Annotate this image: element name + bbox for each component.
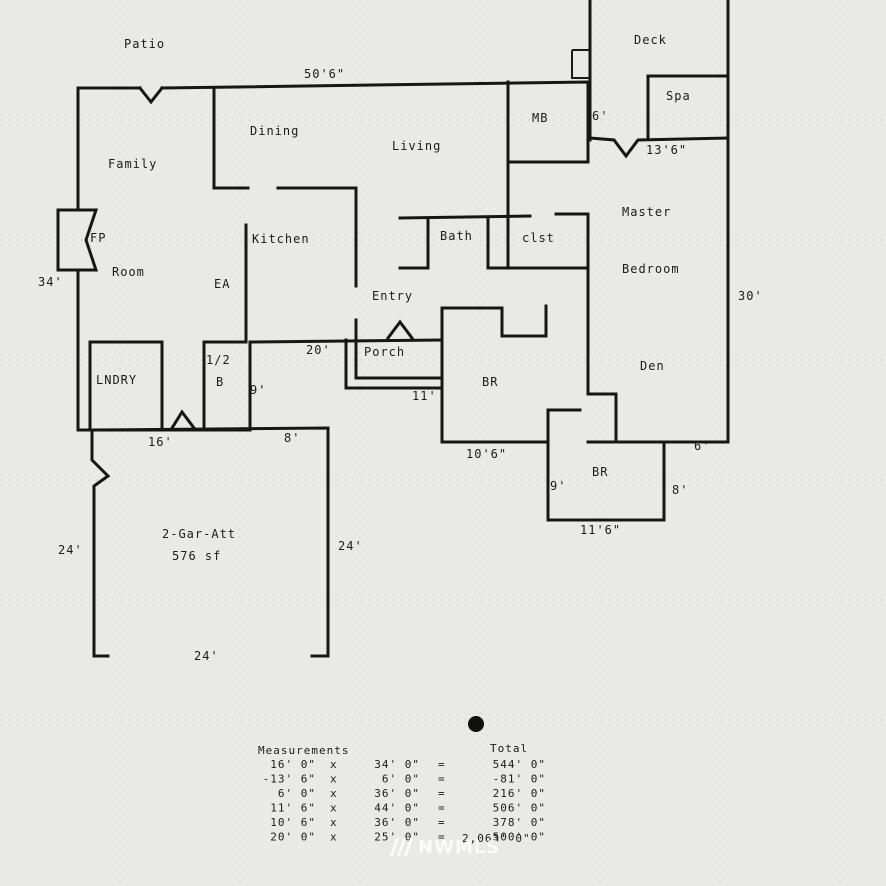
room-bath: Bath	[440, 229, 473, 243]
dim-garage-left: 24'	[58, 543, 83, 557]
watermark-text: NWMLS	[418, 836, 501, 858]
room-living: Living	[392, 139, 441, 153]
room-family: Family	[108, 157, 157, 171]
room-b: B	[216, 375, 224, 389]
room-lndry: LNDRY	[96, 373, 137, 387]
room-spa: Spa	[666, 89, 691, 103]
room-kitchen: Kitchen	[252, 232, 310, 246]
measurement-cell-t: 506' 0"	[493, 802, 546, 815]
room-garage-sf: 576 sf	[172, 549, 221, 563]
room-fp: FP	[90, 231, 106, 245]
room-patio: Patio	[124, 37, 165, 51]
measurements-rows: 16' 0" x 34' 0" = 544' 0" -13' 6" x 6' 0" = -81' …	[263, 758, 546, 844]
ink-spot	[468, 716, 484, 732]
dim-garage-top-left: 16'	[148, 435, 173, 449]
measurement-cell-a: -13' 6"	[263, 773, 316, 786]
measurement-cell-t: 378' 0"	[493, 816, 546, 829]
dim-br-bottom: 10'6"	[466, 447, 507, 461]
room-room: Room	[112, 265, 145, 279]
dim-porch-left: 20'	[306, 343, 331, 357]
room-labels: Patio Deck Spa MB Dining Living Family F…	[90, 33, 691, 563]
room-br-1: BR	[482, 375, 498, 389]
dimension-labels: 50'6" 6' 13'6" 34' 30' 20' 11' 9' 16' 8'…	[38, 67, 763, 663]
room-ea: EA	[214, 277, 230, 291]
measurement-cell-t: 544' 0"	[493, 758, 546, 771]
dim-porch-bottom: 11'	[412, 389, 437, 403]
room-entry: Entry	[372, 289, 413, 303]
room-den: Den	[640, 359, 665, 373]
room-half: 1/2	[206, 353, 231, 367]
room-deck: Deck	[634, 33, 667, 47]
dim-den-right: 6'	[694, 439, 710, 453]
room-porch: Porch	[364, 345, 405, 359]
measurement-cell-op: x	[330, 787, 338, 800]
measurement-cell-t: 216' 0"	[493, 787, 546, 800]
measurement-cell-eq: =	[438, 831, 446, 844]
dim-spa-bottom: 13'6"	[646, 143, 687, 157]
room-garage: 2-Gar-Att	[162, 527, 236, 541]
measurement-cell-b: 6' 0"	[382, 773, 420, 786]
measurement-cell-a: 10' 6"	[270, 816, 316, 829]
dim-br2-right: 8'	[672, 483, 688, 497]
measurement-cell-a: 16' 0"	[270, 758, 316, 771]
measurement-cell-a: 20' 0"	[270, 831, 316, 844]
measurements-title: Measurements	[258, 744, 349, 757]
room-bedroom: Bedroom	[622, 262, 680, 276]
measurement-cell-b: 34' 0"	[374, 758, 420, 771]
dim-br2-left: 9'	[550, 479, 566, 493]
measurement-cell-b: 44' 0"	[374, 802, 420, 815]
room-dining: Dining	[250, 124, 299, 138]
measurement-cell-a: 6' 0"	[278, 787, 316, 800]
measurements-grand-total: 2,063' 0"	[462, 832, 531, 845]
dim-garage-top-right: 8'	[284, 431, 300, 445]
room-mb: MB	[532, 111, 548, 125]
measurement-cell-t: 500' 0"	[493, 831, 546, 844]
room-master: Master	[622, 205, 671, 219]
measurement-cell-b: 36' 0"	[374, 787, 420, 800]
room-br-2: BR	[592, 465, 608, 479]
measurement-cell-op: x	[330, 831, 338, 844]
dim-b-side: 9'	[250, 383, 266, 397]
dim-br2-bottom: 11'6"	[580, 523, 621, 537]
watermark: NWMLS	[388, 836, 500, 858]
measurement-cell-eq: =	[438, 758, 446, 771]
dim-mb-side: 6'	[592, 109, 608, 123]
dim-right: 30'	[738, 289, 763, 303]
measurement-cell-eq: =	[438, 816, 446, 829]
measurement-cell-eq: =	[438, 787, 446, 800]
measurement-cell-eq: =	[438, 802, 446, 815]
measurement-cell-op: x	[330, 816, 338, 829]
dim-garage-right: 24'	[338, 539, 363, 553]
measurement-cell-t: -81' 0"	[493, 773, 546, 786]
dim-top: 50'6"	[304, 67, 345, 81]
measurement-cell-a: 11' 6"	[270, 802, 316, 815]
dim-garage-bottom: 24'	[194, 649, 219, 663]
measurement-cell-b: 25' 0"	[374, 831, 420, 844]
measurement-cell-op: x	[330, 802, 338, 815]
room-clst: clst	[522, 231, 555, 245]
walls	[56, 0, 730, 658]
measurement-cell-op: x	[330, 758, 338, 771]
nwmls-logo-icon	[390, 838, 413, 856]
dim-left: 34'	[38, 275, 63, 289]
measurement-cell-op: x	[330, 773, 338, 786]
measurements-total-header: Total	[490, 742, 528, 755]
measurement-cell-b: 36' 0"	[374, 816, 420, 829]
measurement-cell-eq: =	[438, 773, 446, 786]
measurements-table: Measurements Total 16' 0" x 34' 0" = 544' 0"…	[258, 742, 546, 845]
